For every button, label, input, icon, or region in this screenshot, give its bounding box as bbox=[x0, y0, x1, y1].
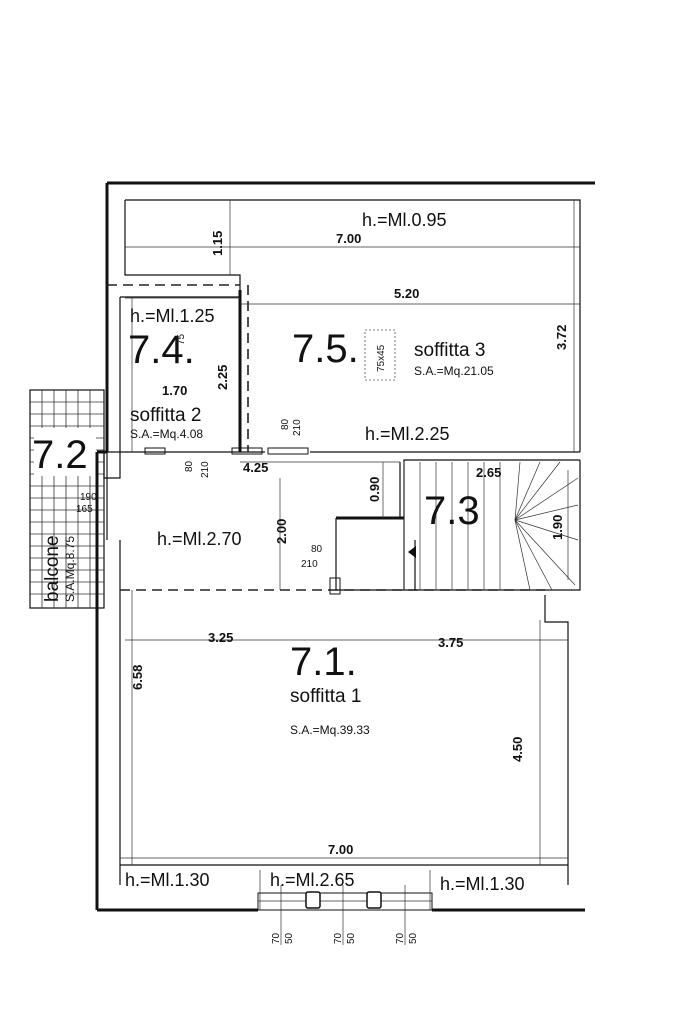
window-75: 75 bbox=[176, 333, 187, 345]
balcony-door-165: 165 bbox=[76, 504, 93, 515]
dimension-lines bbox=[120, 200, 580, 865]
openings-marks bbox=[144, 329, 433, 945]
staircase bbox=[403, 461, 579, 591]
dim-7-00-top: 7.00 bbox=[336, 231, 361, 246]
room-area-soffitta-3: S.A.=Mq.21.05 bbox=[414, 364, 494, 378]
door-210-stair: 210 bbox=[301, 559, 318, 570]
dim-7-00-bottom: 7.00 bbox=[328, 842, 353, 857]
door-80-soffitta-2: 80 bbox=[184, 460, 195, 472]
door-80-stair: 80 bbox=[311, 544, 323, 555]
dim-3-75: 3.75 bbox=[438, 635, 463, 650]
dim-4-25: 4.25 bbox=[243, 460, 268, 475]
dim-1-15: 1.15 bbox=[210, 231, 225, 256]
room-area-soffitta-2: S.A.=Mq.4.08 bbox=[130, 427, 203, 441]
window-70-left: 70 bbox=[271, 932, 282, 944]
outer-walls bbox=[95, 181, 595, 912]
window-50-center: 50 bbox=[346, 932, 357, 944]
room-area-soffitta-1: S.A.=Mq.39.33 bbox=[290, 723, 370, 737]
height-soffitta-2: h.=Ml.1.25 bbox=[130, 306, 215, 326]
dim-3-25: 3.25 bbox=[208, 630, 233, 645]
height-bottom-left: h.=Ml.1.30 bbox=[125, 870, 210, 890]
room-name-soffitta-2: soffitta 2 bbox=[130, 405, 201, 426]
height-corridor: h.=Ml.2.70 bbox=[157, 529, 242, 549]
height-top: h.=Ml.0.95 bbox=[362, 210, 447, 230]
dim-1-70: 1.70 bbox=[162, 383, 187, 398]
dim-3-72: 3.72 bbox=[554, 325, 569, 350]
balcony-door-190: 190 bbox=[80, 492, 97, 503]
roof-projection-lines bbox=[107, 284, 545, 591]
room-code-7-4: 7.4. bbox=[128, 328, 195, 372]
room-area-balcone: S.A.Mq.8.75 bbox=[63, 536, 77, 602]
room-name-soffitta-3: soffitta 3 bbox=[414, 340, 485, 361]
dim-6-58: 6.58 bbox=[130, 665, 145, 690]
dim-2-25: 2.25 bbox=[215, 365, 230, 390]
stair-direction-arrow bbox=[408, 546, 416, 558]
dim-2-00: 2.00 bbox=[274, 519, 289, 544]
balcony-area bbox=[29, 389, 105, 609]
dim-0-90: 0.90 bbox=[367, 477, 382, 502]
height-bottom-right: h.=Ml.1.30 bbox=[440, 874, 525, 894]
door-80-top: 80 bbox=[280, 418, 291, 430]
dim-4-50: 4.50 bbox=[510, 737, 525, 762]
room-name-soffitta-1: soffitta 1 bbox=[290, 686, 361, 707]
window-frame-left bbox=[305, 891, 321, 909]
window-70-right: 70 bbox=[395, 932, 406, 944]
room-code-7-5: 7.5. bbox=[292, 327, 359, 371]
room-code-7-1: 7.1. bbox=[290, 640, 357, 684]
window-50-left: 50 bbox=[284, 932, 295, 944]
door-210-soffitta-2: 210 bbox=[200, 461, 211, 478]
window-70-center: 70 bbox=[333, 932, 344, 944]
window-50-right: 50 bbox=[408, 932, 419, 944]
room-code-7-2: 7.2 bbox=[32, 433, 88, 477]
skylight-size: 75x45 bbox=[376, 344, 387, 372]
height-bottom-center: h.=Ml.2.65 bbox=[270, 870, 355, 890]
room-code-7-3: 7.3 bbox=[424, 489, 480, 533]
dim-5-20: 5.20 bbox=[394, 286, 419, 301]
dim-1-90: 1.90 bbox=[550, 515, 565, 540]
window-frame-right bbox=[366, 891, 382, 909]
dim-2-65: 2.65 bbox=[476, 465, 501, 480]
room-name-balcone: balcone bbox=[42, 535, 63, 602]
height-mid: h.=Ml.2.25 bbox=[365, 424, 450, 444]
door-210-top: 210 bbox=[292, 419, 303, 436]
